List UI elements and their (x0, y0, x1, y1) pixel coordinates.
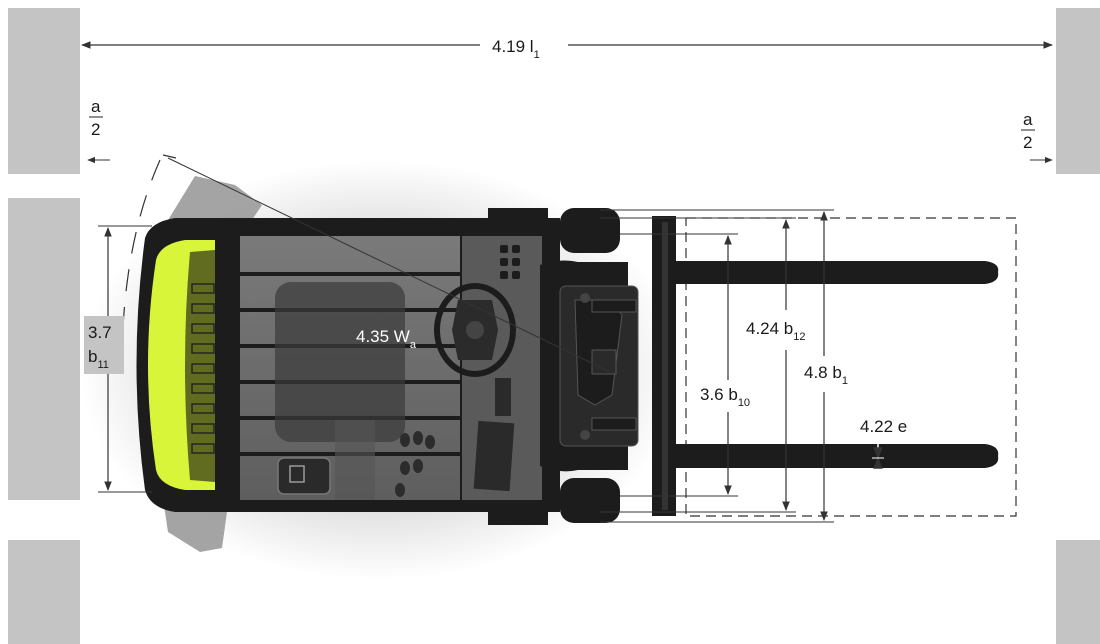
wall-middle-left (8, 198, 80, 500)
overall-width-dimension: 4.8 b1 (600, 209, 848, 523)
top-dimension-sub: 1 (534, 49, 540, 61)
svg-text:4.8 b1: 4.8 b1 (804, 363, 848, 387)
wall-bottom-right (1056, 540, 1100, 644)
track-width-dimension: 3.6 b10 (620, 233, 750, 497)
rear-width-symbol: b (88, 347, 97, 366)
rear-width-dimension: 3.7 b11 (84, 225, 152, 493)
svg-text:4.35 Wa: 4.35 Wa (356, 327, 417, 351)
aisle-right-den: 2 (1023, 133, 1032, 152)
load-outline (685, 217, 1017, 517)
seat-icon (275, 282, 405, 442)
truck-body (136, 218, 560, 512)
aisle-left-den: 2 (91, 120, 100, 139)
turning-radius-sub: a (410, 339, 417, 351)
wall-top-right (1056, 8, 1100, 174)
carriage-width-dimension: 4.24 b12 (600, 217, 806, 513)
aisle-right-num: a (1023, 110, 1033, 129)
carriage-width-sub: 12 (793, 331, 805, 343)
rear-width-sub: 11 (97, 359, 108, 371)
track-width-sub: 10 (738, 397, 750, 409)
overall-width-label: 4.8 b (804, 363, 842, 382)
svg-text:3.6 b10: 3.6 b10 (700, 385, 750, 409)
pedal-icon (395, 431, 435, 497)
aisle-clearance-right: a 2 (1021, 110, 1053, 164)
fork-thickness-dimension: 4.22 e (860, 417, 907, 476)
wall-top-left (8, 8, 80, 174)
top-dimension: 4.19 l1 (81, 37, 1053, 61)
overall-width-sub: 1 (842, 375, 848, 387)
turning-radius-label: 4.35 W (356, 327, 410, 346)
top-dimension-label: 4.19 l (492, 37, 534, 56)
mast (540, 216, 676, 516)
fork-thickness-label: 4.22 e (860, 417, 907, 436)
turning-radius-line (167, 157, 611, 373)
svg-text:4.24 b12: 4.24 b12 (746, 319, 806, 343)
aisle-left-num: a (91, 97, 101, 116)
carriage-width-label: 4.24 b (746, 319, 793, 338)
rear-width-value: 3.7 (88, 323, 112, 342)
steering-wheel-icon (434, 283, 516, 377)
svg-text:b11: b11 (88, 347, 109, 371)
aisle-clearance-left: a 2 (87, 97, 110, 164)
track-width-label: 3.6 b (700, 385, 738, 404)
forks (676, 261, 999, 468)
wall-bottom-left (8, 540, 80, 644)
svg-text:4.19 l1: 4.19 l1 (492, 37, 540, 61)
